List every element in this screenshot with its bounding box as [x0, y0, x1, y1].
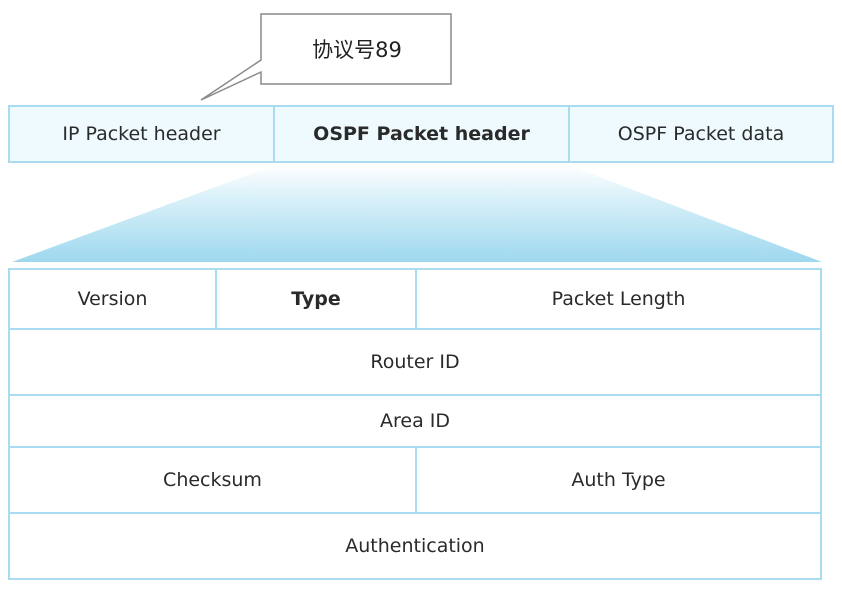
- version-label: Version: [77, 288, 148, 310]
- packet-length-field: Packet Length: [415, 268, 822, 330]
- ip-packet-header-cell: IP Packet header: [8, 105, 275, 163]
- router-id-label: Router ID: [370, 351, 460, 373]
- authentication-field: Authentication: [8, 512, 822, 580]
- area-id-label: Area ID: [380, 410, 450, 432]
- auth-type-label: Auth Type: [571, 469, 666, 491]
- ospf-packet-data-cell: OSPF Packet data: [568, 105, 834, 163]
- packet-length-label: Packet Length: [551, 288, 686, 310]
- type-label: Type: [291, 288, 341, 310]
- type-field: Type: [215, 268, 417, 330]
- area-id-field: Area ID: [8, 394, 822, 448]
- checksum-label: Checksum: [163, 469, 262, 491]
- ospf-packet-header-label: OSPF Packet header: [313, 123, 530, 145]
- ospf-packet-data-label: OSPF Packet data: [617, 123, 785, 145]
- auth-type-field: Auth Type: [415, 446, 822, 514]
- version-field: Version: [8, 268, 217, 330]
- expansion-fan: [12, 165, 822, 262]
- ip-packet-header-label: IP Packet header: [62, 123, 221, 145]
- ospf-packet-header-cell: OSPF Packet header: [273, 105, 570, 163]
- protocol-number-callout: 协议号89: [312, 38, 402, 62]
- router-id-field: Router ID: [8, 328, 822, 396]
- checksum-field: Checksum: [8, 446, 417, 514]
- authentication-label: Authentication: [345, 535, 485, 557]
- callout-bubble: [200, 13, 452, 101]
